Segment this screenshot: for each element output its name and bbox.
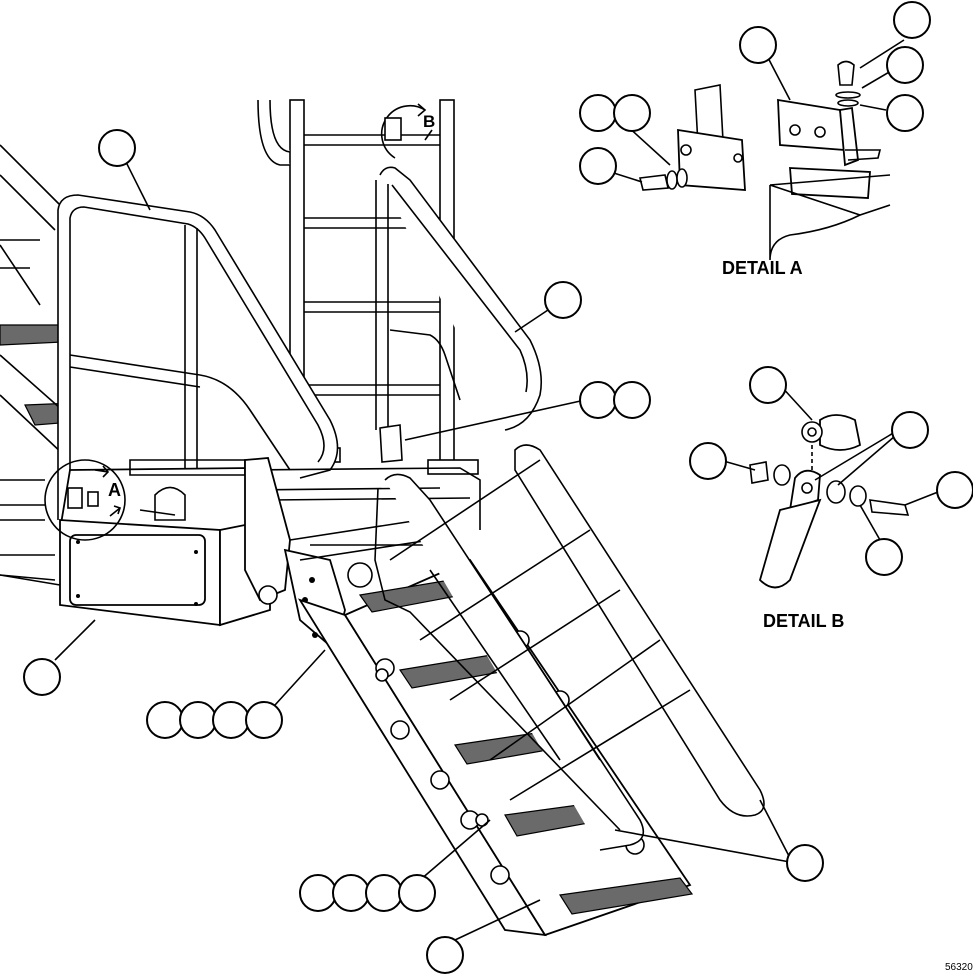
stair-handrails (374, 424, 765, 851)
detail-a-drawing (639, 60, 891, 261)
callout-balloon (179, 701, 217, 739)
callout-balloon (98, 129, 136, 167)
callout-balloon (544, 281, 582, 319)
callout-balloon (891, 411, 929, 449)
callout-balloon (886, 94, 924, 132)
callout-balloon (865, 538, 903, 576)
callout-balloon (613, 94, 651, 132)
view-a-letter: A (108, 480, 121, 500)
callout-balloon (426, 936, 464, 974)
callout-balloon (886, 46, 924, 84)
callout-balloon (23, 658, 61, 696)
callout-balloon (579, 381, 617, 419)
callout-balloon (579, 94, 617, 132)
ladder (257, 99, 479, 475)
callout-balloon (936, 471, 973, 509)
callout-balloon (613, 381, 651, 419)
callout-balloon (332, 874, 370, 912)
callout-balloon (212, 701, 250, 739)
detail-a-view-marker (44, 459, 126, 541)
detail-a-caption: DETAIL A (722, 258, 803, 278)
detail-b-drawing (749, 414, 910, 589)
callout-balloon (579, 147, 617, 185)
callout-balloon (245, 701, 283, 739)
callout-balloon (749, 366, 787, 404)
right-upper-handrail (375, 166, 543, 431)
callout-balloon (786, 844, 824, 882)
callout-balloon (365, 874, 403, 912)
callout-balloon (739, 26, 777, 64)
callout-balloon (398, 874, 436, 912)
callout-balloons (23, 1, 973, 974)
drawing-number: 56320 (945, 962, 973, 973)
left-handrail (57, 194, 339, 520)
detail-b-view-marker (380, 103, 433, 159)
callout-balloon (893, 1, 931, 39)
view-b-letter: B (423, 112, 436, 131)
detail-b-caption: DETAIL B (763, 611, 845, 631)
callout-balloon (689, 442, 727, 480)
callout-balloon (299, 874, 337, 912)
callout-balloon (146, 701, 184, 739)
